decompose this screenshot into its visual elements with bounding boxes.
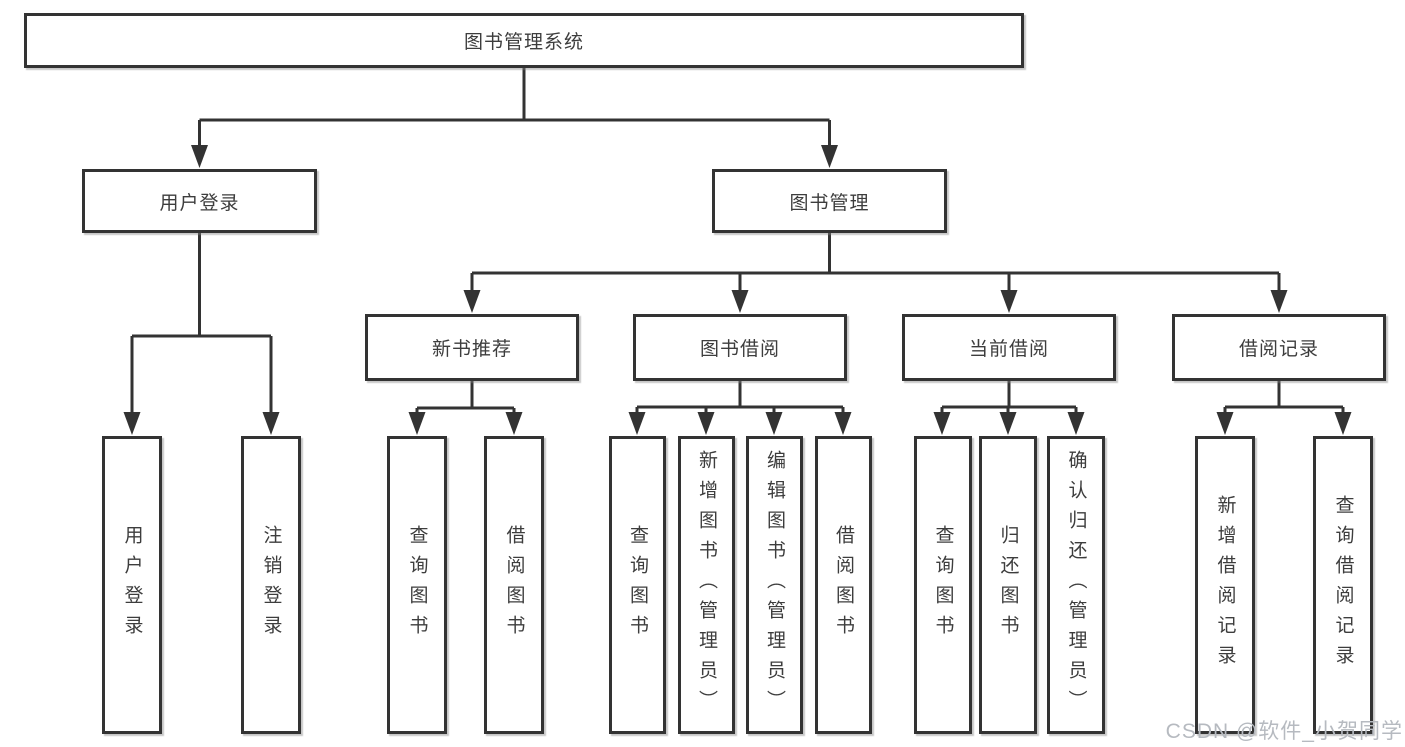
node-label: 借阅记录 (1238, 339, 1319, 360)
node-new-book-recommend: 新书推荐 (365, 314, 579, 381)
node-user-login-action: 用户登录 (102, 436, 162, 734)
node-label: 图书借阅 (699, 339, 780, 360)
node-label: 新增图书（管理员） (696, 450, 717, 720)
node-label: 归还图书 (997, 525, 1019, 645)
node-edit-books-admin: 编辑图书（管理员） (746, 436, 803, 734)
node-label: 新书推荐 (431, 339, 512, 360)
node-add-books-admin: 新增图书（管理员） (678, 436, 735, 734)
node-label: 借阅图书 (503, 525, 525, 645)
node-label: 用户登录 (159, 192, 240, 214)
node-label: 查询借阅记录 (1332, 495, 1354, 675)
node-logout-action: 注销登录 (241, 436, 301, 734)
node-label: 查询图书 (406, 525, 428, 645)
node-query-books-recommend: 查询图书 (387, 436, 447, 734)
node-root: 图书管理系统 (24, 13, 1024, 68)
node-label: 查询图书 (627, 525, 648, 645)
node-add-borrow-record: 新增借阅记录 (1195, 436, 1255, 734)
node-label: 确认归还（管理员） (1065, 450, 1087, 720)
node-user-login: 用户登录 (82, 169, 317, 233)
node-label: 新增借阅记录 (1214, 495, 1236, 675)
node-label: 借阅图书 (833, 525, 854, 645)
node-label: 编辑图书（管理员） (764, 450, 785, 720)
node-confirm-return-admin: 确认归还（管理员） (1047, 436, 1105, 734)
node-query-books-current: 查询图书 (914, 436, 972, 734)
node-label: 图书管理 (789, 192, 870, 214)
node-label: 注销登录 (260, 525, 282, 645)
node-borrow-books: 借阅图书 (815, 436, 872, 734)
node-book-borrowing: 图书借阅 (633, 314, 847, 381)
node-query-books-borrowing: 查询图书 (609, 436, 666, 734)
node-return-books: 归还图书 (979, 436, 1037, 734)
node-current-borrowing: 当前借阅 (902, 314, 1116, 381)
node-borrow-books-recommend: 借阅图书 (484, 436, 544, 734)
node-query-borrow-record: 查询借阅记录 (1313, 436, 1373, 734)
node-label: 用户登录 (121, 525, 143, 645)
node-label: 当前借阅 (968, 339, 1049, 360)
node-label: 查询图书 (932, 525, 954, 645)
node-label: 图书管理系统 (463, 32, 584, 53)
node-book-management: 图书管理 (712, 169, 947, 233)
node-borrowing-records: 借阅记录 (1172, 314, 1386, 381)
